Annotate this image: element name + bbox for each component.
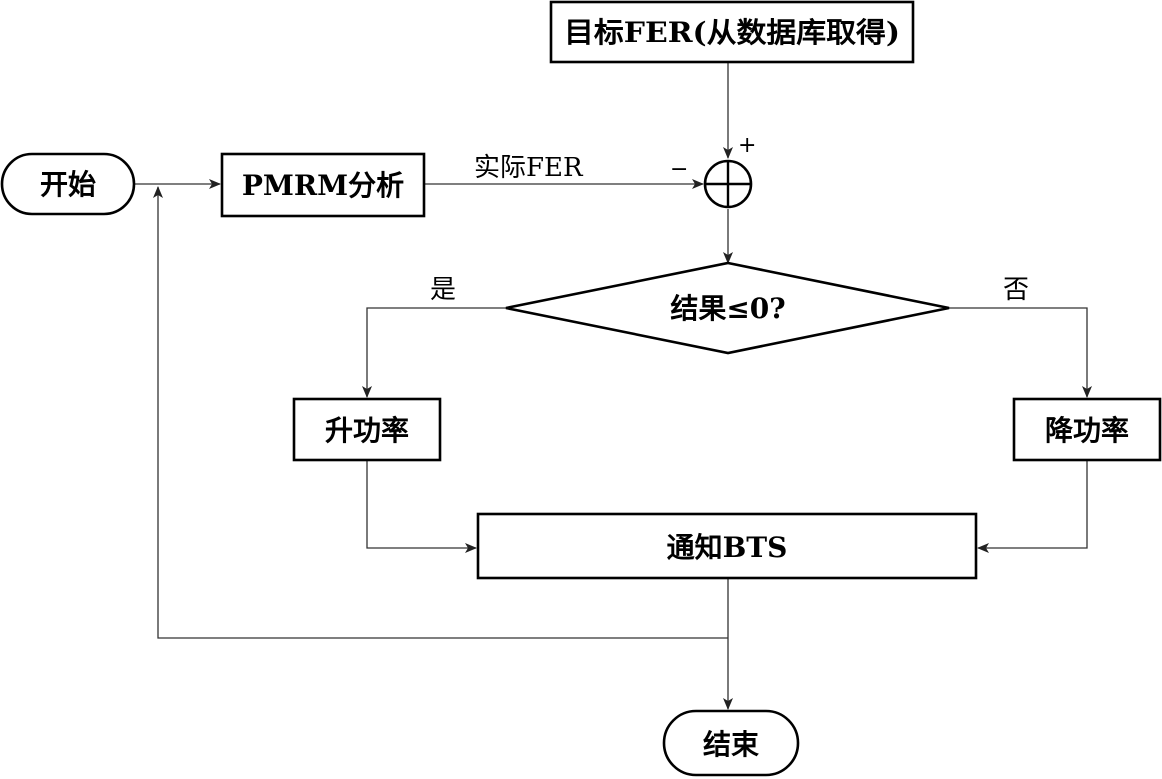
node-notify-bts: 通知BTS	[476, 512, 978, 580]
node-end: 结束	[662, 709, 800, 777]
edge-raise-to-notify	[366, 460, 477, 553]
yes-label: 是	[430, 275, 456, 305]
node-raise-power: 升功率	[292, 397, 442, 462]
edge-lower-to-notify	[977, 460, 1088, 553]
start-label: 开始	[40, 168, 96, 201]
target-fer-label: 目标FER(从数据库取得)	[564, 16, 900, 49]
decision-label: 结果≤0?	[670, 292, 785, 325]
notify-bts-label: 通知BTS	[667, 531, 788, 564]
node-target-fer: 目标FER(从数据库取得)	[549, 0, 915, 64]
edges	[134, 62, 1092, 710]
end-label: 结束	[703, 728, 759, 761]
node-pmrm: PMRM分析	[220, 152, 426, 218]
no-label: 否	[1003, 275, 1029, 305]
node-lower-power: 降功率	[1012, 397, 1162, 462]
node-decision: 结果≤0?	[505, 261, 950, 355]
summing-junction	[703, 159, 753, 209]
edge-feedback-loop	[153, 186, 728, 639]
edge-no-to-lower	[949, 307, 1092, 398]
actual-fer-label: 实际FER	[474, 153, 584, 183]
edge-yes-to-raise	[362, 307, 506, 398]
raise-power-label: 升功率	[325, 414, 409, 447]
lower-power-label: 降功率	[1045, 414, 1129, 447]
plus-sign: +	[738, 133, 756, 158]
minus-sign: −	[670, 157, 688, 182]
node-start: 开始	[0, 152, 136, 216]
pmrm-label: PMRM分析	[242, 169, 404, 202]
